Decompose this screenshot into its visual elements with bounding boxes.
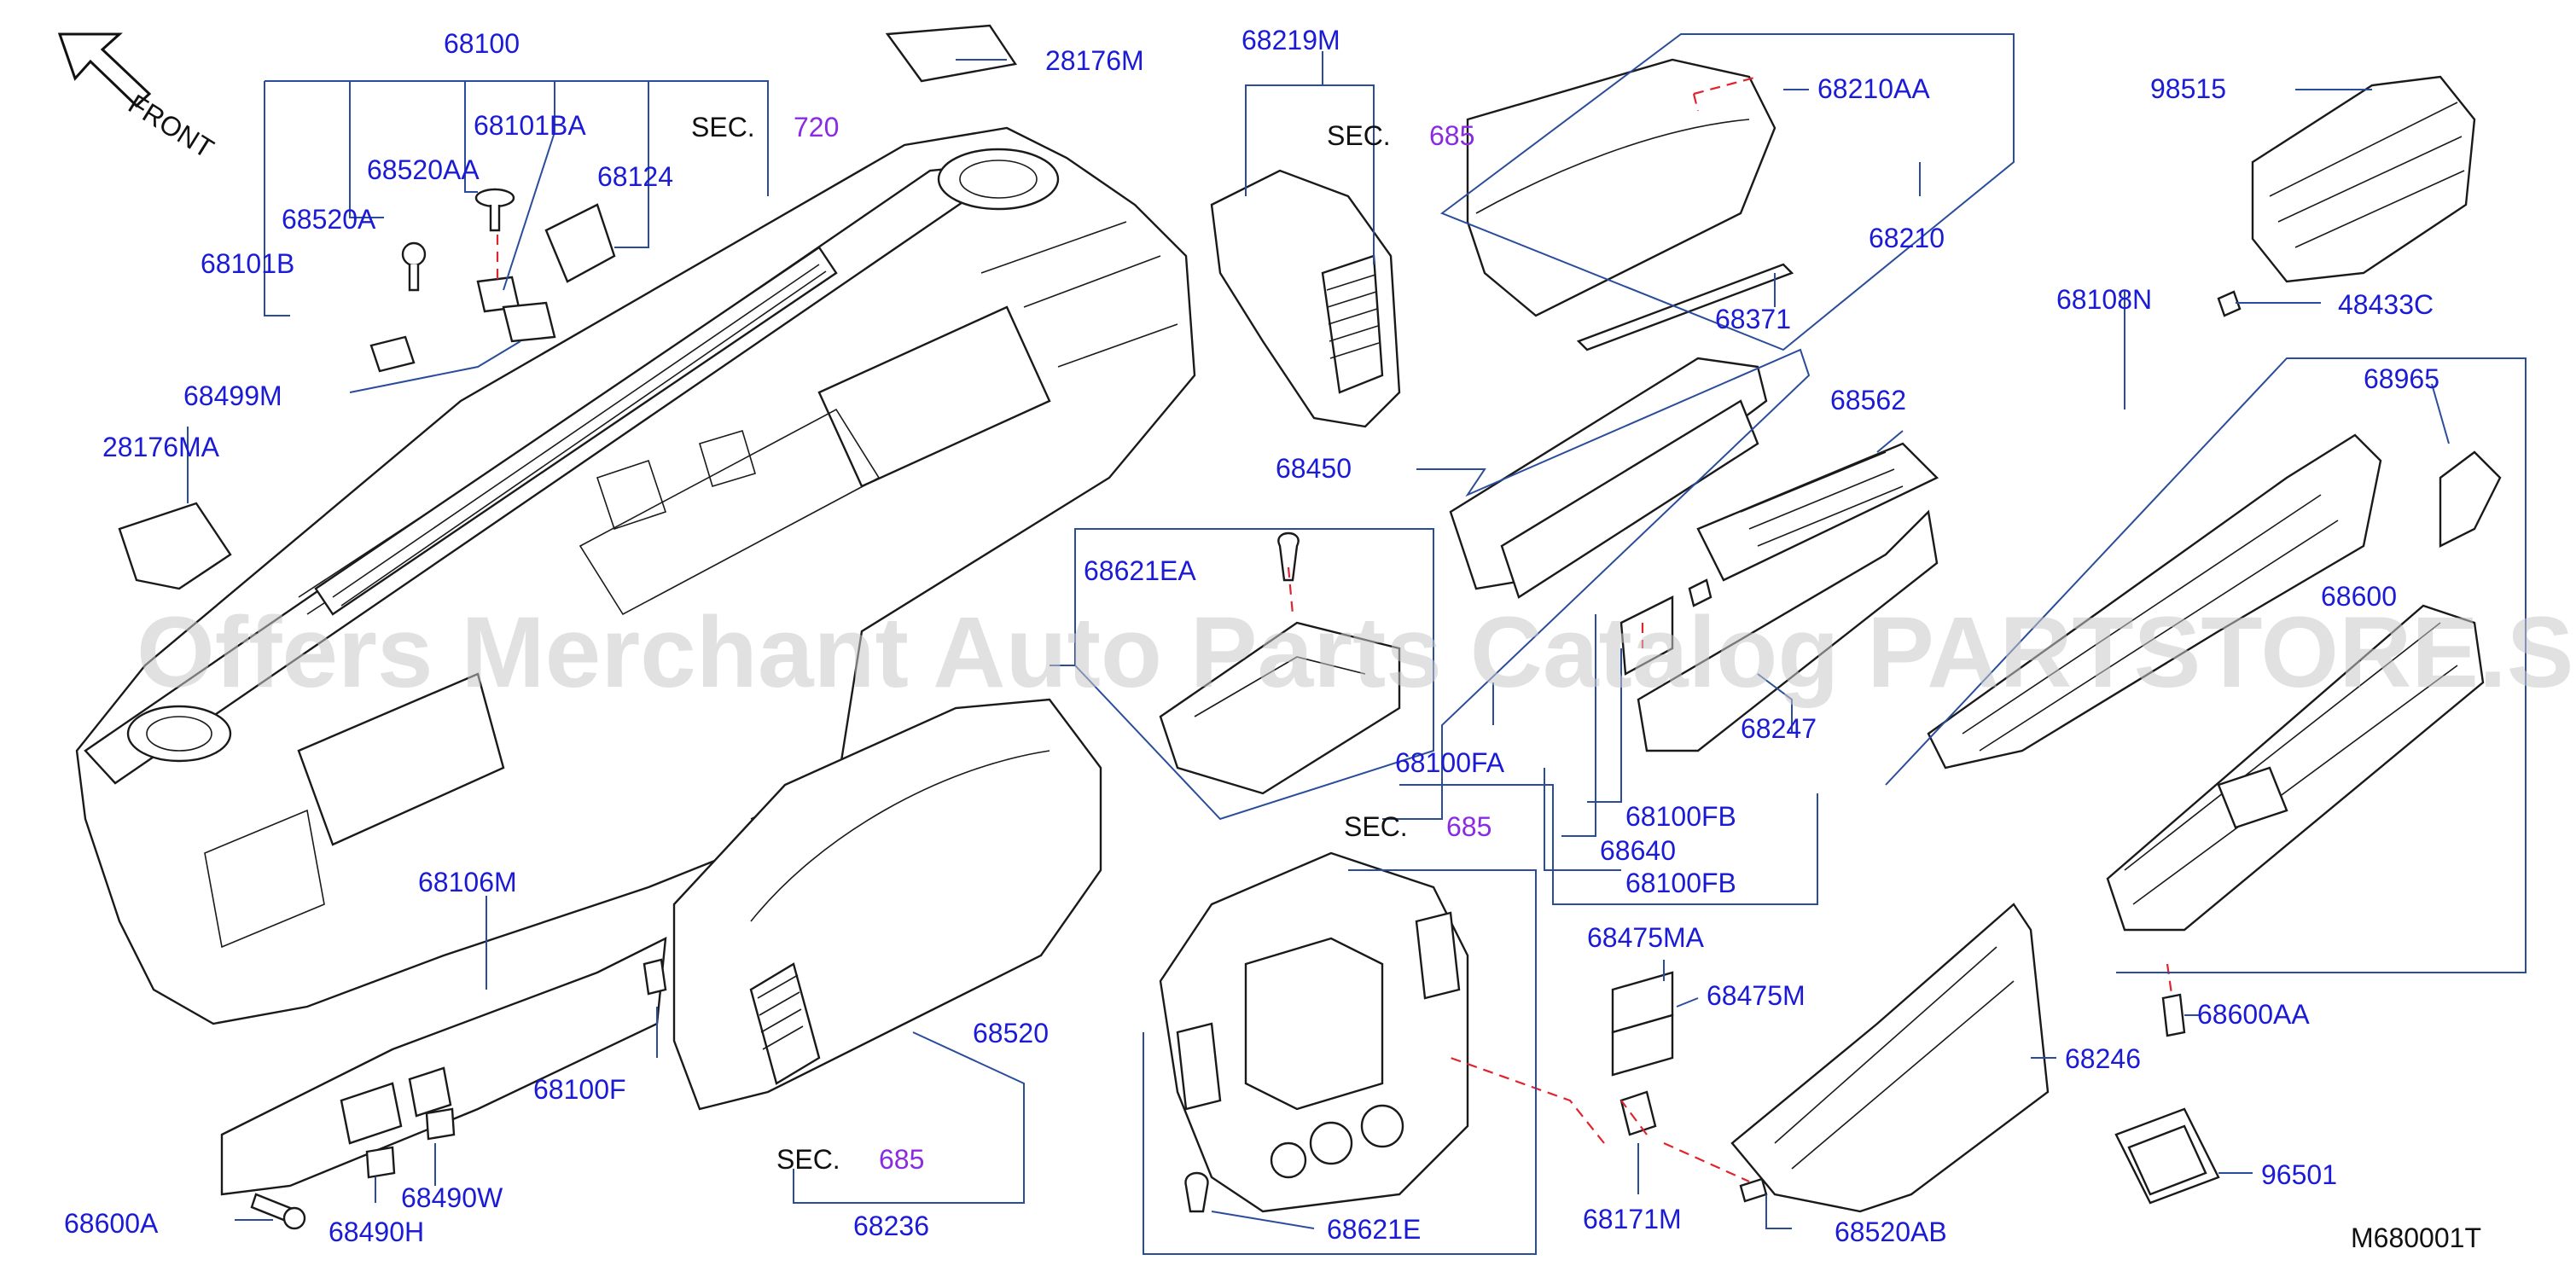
center-stack-drawing [1159, 851, 1469, 1213]
part-label-68499M: 68499M [183, 380, 282, 411]
section-ref-number: 720 [794, 112, 839, 142]
part-label-68520: 68520 [973, 1018, 1049, 1048]
part-label-68371: 68371 [1715, 304, 1791, 334]
part-label-68475MA: 68475MA [1587, 922, 1705, 953]
part-label-68100FB: 68100FB [1625, 868, 1736, 898]
part-label-68450: 68450 [1276, 453, 1352, 484]
lid-drawing [1466, 58, 1794, 351]
part-label-68210AA: 68210AA [1817, 73, 1930, 104]
instrument-panel-drawing [75, 126, 1196, 1025]
part-label-68171M: 68171M [1583, 1204, 1682, 1234]
diagram-code: M680001T [2351, 1222, 2481, 1253]
part-label-68600AA: 68600AA [2197, 999, 2310, 1030]
part-label-28176M: 28176M [1045, 45, 1144, 76]
part-label-68246: 68246 [2065, 1043, 2141, 1074]
glove-box-drawing [1449, 357, 1939, 752]
part-label-68219M: 68219M [1241, 25, 1340, 55]
part-label-68490H: 68490H [329, 1217, 424, 1247]
part-label-68101BA: 68101BA [474, 110, 586, 141]
section-ref-number: 685 [1446, 811, 1492, 842]
part-label-68621E: 68621E [1327, 1214, 1421, 1245]
part-label-68106M: 68106M [418, 867, 517, 897]
part-label-68100F: 68100F [533, 1074, 626, 1105]
part-label-68100FB: 68100FB [1625, 801, 1736, 832]
part-label-68600: 68600 [2321, 581, 2397, 612]
section-ref-label: SEC. [691, 112, 755, 142]
section-ref-number: 685 [1429, 120, 1474, 151]
small-trim-drawings [1611, 903, 2220, 1213]
section-ref-number: 685 [879, 1144, 924, 1175]
part-label-68520A: 68520A [282, 204, 376, 235]
section-ref-label: SEC. [776, 1144, 840, 1175]
part-label-68108N: 68108N [2056, 284, 2152, 315]
part-label-68490W: 68490W [401, 1182, 503, 1213]
section-ref-label: SEC. [1344, 811, 1408, 842]
part-label-68621EA: 68621EA [1084, 555, 1196, 586]
cup-holder-drawing [1159, 531, 1401, 795]
part-label-96501: 96501 [2261, 1159, 2337, 1190]
part-label-68210: 68210 [1869, 223, 1945, 253]
cluster-bezel-drawing [672, 698, 1102, 1111]
grommet-drawing [118, 24, 1018, 590]
assembly-dashed-lines [496, 75, 2173, 1183]
part-label-68965: 68965 [2364, 363, 2439, 394]
airbag-module-drawing [2217, 75, 2476, 317]
part-label-68101B: 68101B [201, 248, 294, 279]
part-label-48433C: 48433C [2338, 289, 2434, 320]
part-label-68247: 68247 [1741, 713, 1817, 744]
part-label-68520AA: 68520AA [367, 154, 480, 185]
part-label-68520AB: 68520AB [1835, 1217, 1947, 1247]
clip-drawings [369, 188, 616, 373]
side-vent-drawing [1210, 169, 1401, 428]
part-label-68600A: 68600A [64, 1208, 159, 1239]
part-label-68124: 68124 [597, 161, 673, 192]
front-label: FRONT [123, 88, 219, 164]
part-label-68640: 68640 [1600, 835, 1676, 866]
lower-panel-drawing [1927, 433, 2502, 932]
part-label-98515: 98515 [2150, 73, 2226, 104]
part-label-68100: 68100 [444, 28, 520, 59]
front-arrow-icon [57, 32, 152, 108]
part-label-68100FA: 68100FA [1395, 747, 1505, 778]
watermark-text: Offers Merchant Auto Parts Catalog PARTS… [137, 596, 2576, 709]
section-ref-label: SEC. [1327, 120, 1391, 151]
part-label-28176MA: 28176MA [102, 432, 220, 462]
part-label-68475M: 68475M [1707, 980, 1806, 1011]
part-label-68236: 68236 [853, 1211, 929, 1241]
part-label-68562: 68562 [1830, 385, 1906, 415]
callout-leader-lines [187, 33, 2527, 1255]
